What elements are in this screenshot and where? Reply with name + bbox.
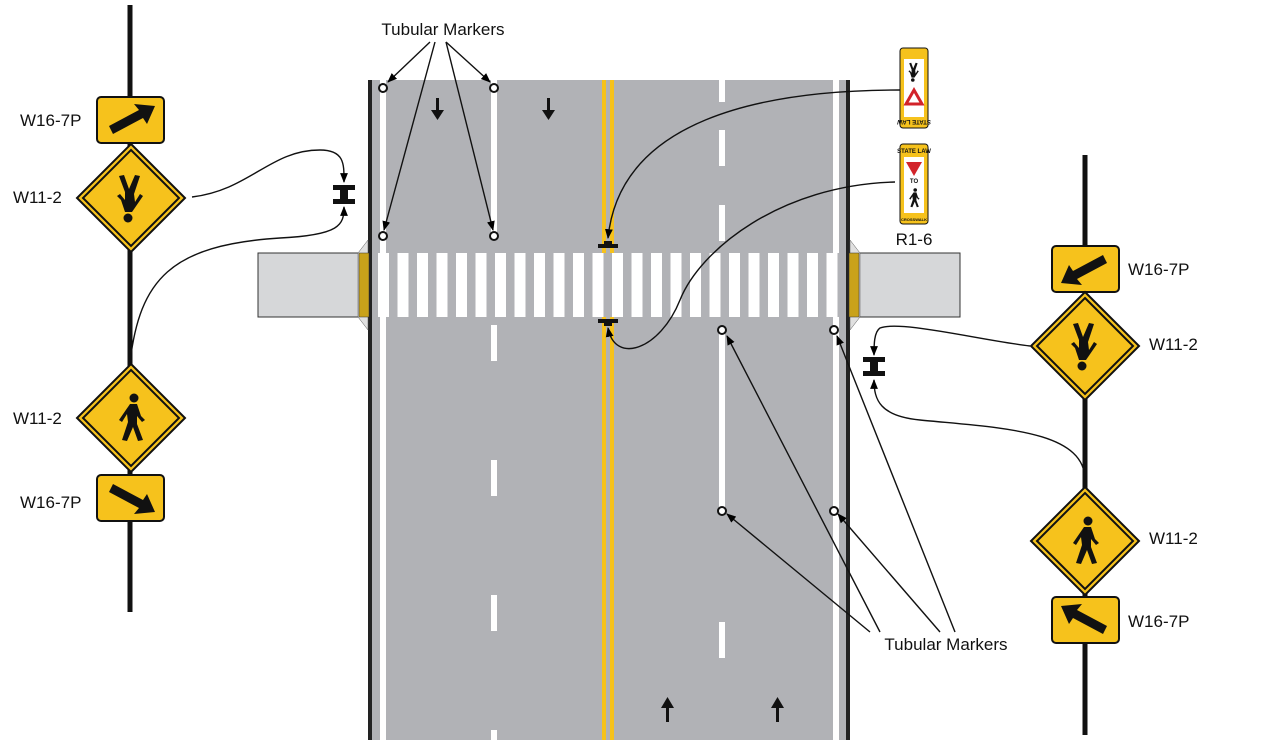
tubular-markers xyxy=(378,83,839,516)
edge-line-right xyxy=(833,80,839,740)
crosswalk-stripe xyxy=(417,253,428,317)
r16-to: TO xyxy=(910,179,919,185)
crosswalk-stripe xyxy=(514,253,526,317)
lane-dash xyxy=(491,460,497,496)
tubular-marker xyxy=(378,83,388,93)
crosswalk-stripe xyxy=(670,253,682,317)
in-street-sign-north xyxy=(598,241,618,248)
w11-2-sign-right-lower xyxy=(1029,485,1141,597)
lane-dash xyxy=(719,130,725,166)
sign-post-right xyxy=(863,357,885,376)
tubular-marker xyxy=(829,325,839,335)
lane-dash xyxy=(491,730,497,744)
w11-2-sign-left-lower xyxy=(75,362,187,474)
lane-line-dashed-right xyxy=(719,80,725,658)
lane-line-solid xyxy=(491,80,497,240)
lane-arrow-down-1 xyxy=(431,98,444,120)
r16-crosswalk: CROSSWALK xyxy=(901,217,927,222)
center-line-yellow-2 xyxy=(610,80,614,740)
tubular-markers-label-bottom: Tubular Markers xyxy=(884,635,1007,654)
label-w16-7p-left-lower: W16-7P xyxy=(20,493,81,512)
leader-lines xyxy=(129,41,1086,633)
label-w11-2-left-lower: W11-2 xyxy=(13,409,62,428)
label-w16-7p-left-upper: W16-7P xyxy=(20,111,81,130)
crosswalk-stripe xyxy=(475,253,487,317)
crosswalk-stripe xyxy=(807,253,818,317)
lane-dash xyxy=(719,205,725,241)
crosswalk-stripe xyxy=(709,253,721,317)
crosswalk-stripe xyxy=(592,253,604,317)
crosswalk-stripe xyxy=(690,253,701,317)
edge-line-left xyxy=(380,80,386,740)
lane-line-solid-right xyxy=(719,330,725,513)
crosswalk-stripe xyxy=(612,253,623,317)
tubular-marker xyxy=(829,506,839,516)
crosswalk-stripe xyxy=(397,253,409,317)
lane-arrow-up-1 xyxy=(661,697,674,722)
lane-arrow-down-2 xyxy=(542,98,555,120)
crosswalk-stripe xyxy=(436,253,448,317)
tubular-marker xyxy=(717,506,727,516)
label-w11-2-right-lower: W11-2 xyxy=(1149,529,1198,548)
r1-6-sign-flipped: STATE LAW xyxy=(897,47,931,129)
road xyxy=(370,80,848,740)
tubular-markers-label-top: Tubular Markers xyxy=(381,20,504,39)
label-w16-7p-right-lower: W16-7P xyxy=(1128,612,1189,631)
in-street-sign-south xyxy=(598,319,618,326)
w16-7p-plaque-left-upper xyxy=(96,96,165,144)
crosswalk-stripe xyxy=(456,253,467,317)
label-w11-2-right-upper: W11-2 xyxy=(1149,335,1198,354)
crosswalk-stripe xyxy=(378,253,389,317)
crosswalk-stripe xyxy=(729,253,740,317)
tubular-marker xyxy=(489,83,499,93)
sidewalk-right xyxy=(849,252,961,318)
lane-arrow-up-2 xyxy=(771,697,784,722)
crosswalk-stripe xyxy=(534,253,545,317)
r1-6-sign: STATE LAW TO CROSSWALK xyxy=(897,143,931,225)
crosswalk-bg xyxy=(372,253,846,317)
lane-dash xyxy=(719,80,725,102)
sign-post-left xyxy=(333,185,355,204)
crosswalk-stripe xyxy=(768,253,779,317)
crosswalk-stripe xyxy=(651,253,662,317)
crosswalk-stripe xyxy=(787,253,799,317)
crosswalk-stripe xyxy=(553,253,565,317)
w11-2-sign-left-upper xyxy=(75,142,187,254)
tubular-marker xyxy=(378,231,388,241)
label-w16-7p-right-upper: W16-7P xyxy=(1128,260,1189,279)
lane-dash xyxy=(491,325,497,361)
lane-line-dashed-left xyxy=(491,325,497,744)
r16-top-text: STATE LAW xyxy=(897,118,931,124)
label-w11-2-left-upper: W11-2 xyxy=(13,188,62,207)
tubular-marker xyxy=(717,325,727,335)
label-r1-6: R1-6 xyxy=(896,230,933,249)
tubular-marker xyxy=(489,231,499,241)
lane-dash xyxy=(491,595,497,631)
crosswalk-stripe xyxy=(748,253,760,317)
sidewalk-left xyxy=(257,252,369,318)
crosswalk-stripe xyxy=(631,253,643,317)
crosswalk-stripe xyxy=(495,253,506,317)
lane-dash xyxy=(719,622,725,658)
crosswalk-stripe xyxy=(826,253,838,317)
w16-7p-plaque-right-lower xyxy=(1051,596,1120,644)
crosswalk-stripe xyxy=(573,253,584,317)
w11-2-sign-right-upper xyxy=(1029,290,1141,402)
center-line-yellow-1 xyxy=(602,80,606,740)
crosswalk-stripes xyxy=(378,253,838,317)
detectable-warning-left xyxy=(358,252,370,318)
detectable-warning-right xyxy=(848,252,860,318)
w16-7p-plaque-right-upper xyxy=(1051,245,1120,293)
r16-state-law: STATE LAW xyxy=(897,149,931,155)
w16-7p-plaque-left-lower xyxy=(96,474,165,522)
